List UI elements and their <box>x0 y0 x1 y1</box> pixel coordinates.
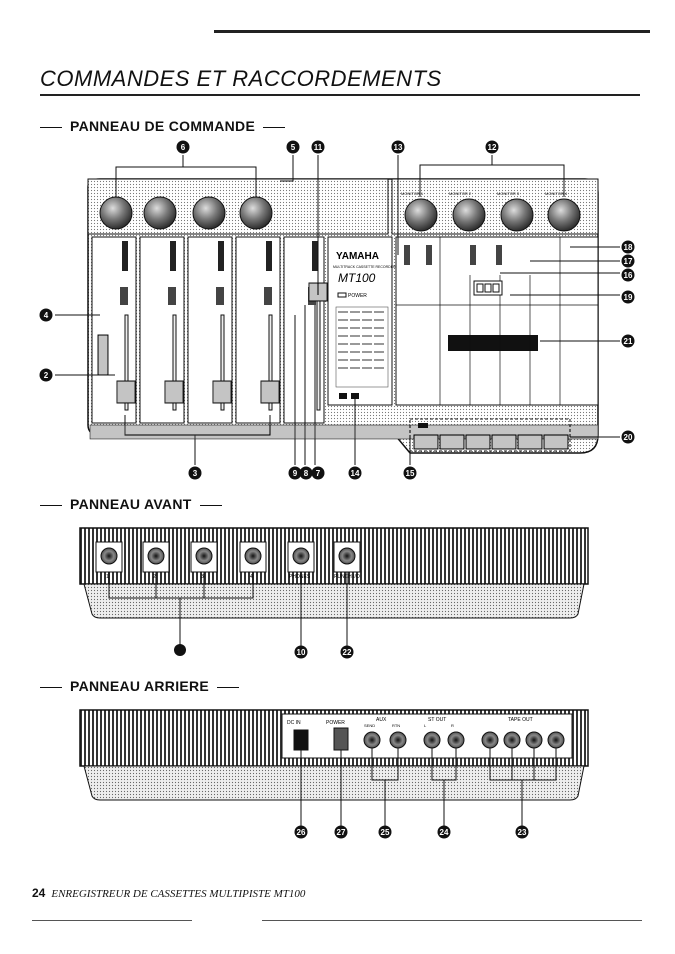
rear-label-power: POWER <box>326 720 345 726</box>
monitor-label-4: MONITOR 4 <box>545 191 568 196</box>
callout-10: 10 <box>297 648 306 657</box>
section-rear-panel-label: PANNEAU ARRIERE <box>70 678 210 694</box>
rear-label-r: R <box>451 723 454 728</box>
front-jack-label-1: 1 <box>106 574 109 580</box>
callout-22: 22 <box>343 648 352 657</box>
callout-26: 26 <box>297 828 306 837</box>
rear-label-dcin: DC IN <box>287 720 301 726</box>
footer-page-number: 24 <box>32 886 46 900</box>
control-panel-diagram: MONITOR 1 MONITOR 2 MONITOR 3 MONITOR 4 <box>39 140 635 480</box>
section-front-panel: PANNEAU AVANT <box>40 496 230 512</box>
callout-3: 3 <box>193 469 198 478</box>
callout-17: 17 <box>624 257 633 266</box>
channel-strips <box>91 236 325 424</box>
section-front-panel-label: PANNEAU AVANT <box>70 496 192 512</box>
monitor-label-1: MONITOR 1 <box>401 191 424 196</box>
front-jack-label-2: 2 <box>153 574 156 580</box>
callout-15: 15 <box>406 469 415 478</box>
bottom-rule-right <box>262 920 642 921</box>
model-name: MT100 <box>338 271 376 285</box>
callout-16: 16 <box>624 271 633 280</box>
brand-subtitle: MULTITRACK CASSETTE RECORDER <box>333 265 396 269</box>
front-jack-label-3: 3 <box>201 574 204 580</box>
page-title: COMMANDES ET RACCORDEMENTS <box>40 66 442 91</box>
footer-text: ENREGISTREUR DE CASSETTES MULTIPISTE MT1… <box>51 888 306 900</box>
callout-2: 2 <box>44 371 49 380</box>
rear-label-send: SEND <box>364 723 375 728</box>
callout-12: 12 <box>488 143 497 152</box>
callout-5: 5 <box>291 143 296 152</box>
rear-panel-diagram: DC IN POWER AUX SEND RTN ST OUT L R TAPE… <box>79 709 589 839</box>
bottom-rule-left <box>32 920 192 921</box>
section-rear-panel: PANNEAU ARRIERE <box>40 678 247 694</box>
callout-24: 24 <box>440 828 449 837</box>
callout-19: 19 <box>624 293 633 302</box>
callout-13: 13 <box>394 143 403 152</box>
callout-23: 23 <box>518 828 527 837</box>
power-label: POWER <box>348 293 367 299</box>
callout-21: 21 <box>624 337 633 346</box>
section-control-panel-label: PANNEAU DE COMMANDE <box>70 118 256 134</box>
page-footer: 24 ENREGISTREUR DE CASSETTES MULTIPISTE M… <box>32 886 305 900</box>
pan-knobs <box>99 196 273 230</box>
rear-label-rtn: RTN <box>392 723 400 728</box>
section-control-panel: PANNEAU DE COMMANDE <box>40 118 293 134</box>
callout-badges: 6 5 11 13 12 18 17 16 19 4 21 2 20 3 9 8… <box>39 140 635 480</box>
top-rule <box>214 30 650 33</box>
callout-11: 11 <box>314 143 323 152</box>
front-panel-diagram: 1 2 3 4 PHONES PUNCH I/O 10 22 <box>79 527 589 659</box>
callout-20: 20 <box>624 433 633 442</box>
callout-27: 27 <box>337 828 346 837</box>
front-jack-label-4: 4 <box>250 574 253 580</box>
rear-label-l: L <box>424 723 427 728</box>
callout-9: 9 <box>293 469 298 478</box>
callout-14: 14 <box>351 469 360 478</box>
callout-18: 18 <box>624 243 633 252</box>
callout-1-dot <box>174 644 186 656</box>
monitor-label-2: MONITOR 2 <box>449 191 472 196</box>
front-jack-label-phones: PHONES <box>289 574 311 580</box>
callout-8: 8 <box>304 469 309 478</box>
monitor-label-3: MONITOR 3 <box>497 191 520 196</box>
title-underline <box>40 94 640 96</box>
monitor-knobs <box>404 198 581 232</box>
callout-6: 6 <box>181 143 186 152</box>
callout-25: 25 <box>381 828 390 837</box>
rear-label-aux: AUX <box>376 717 387 723</box>
brand-logo: YAMAHA <box>336 251 379 262</box>
callout-7: 7 <box>316 469 321 478</box>
callout-4: 4 <box>44 311 49 320</box>
rear-label-tapeout: TAPE OUT <box>508 717 533 723</box>
rear-label-stout: ST OUT <box>428 717 446 723</box>
